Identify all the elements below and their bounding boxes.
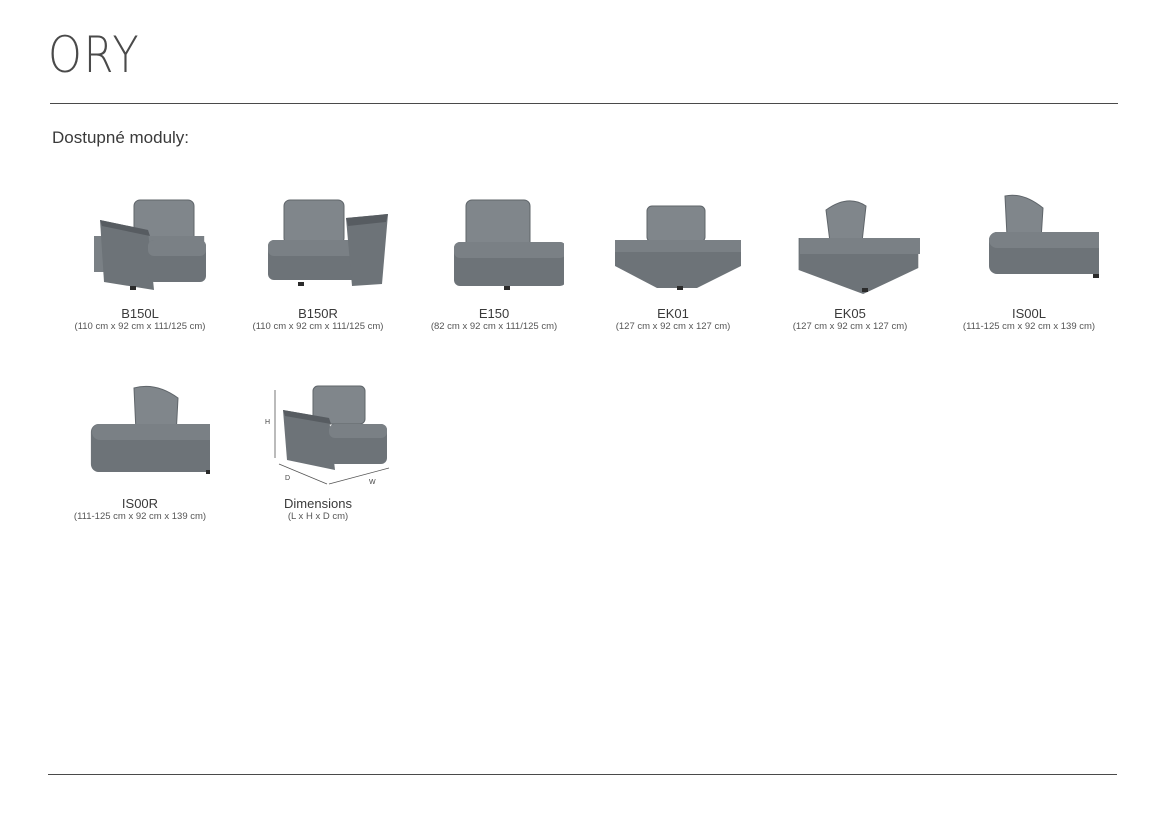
module-dims: (127 cm x 92 cm x 127 cm) — [792, 321, 908, 332]
module-name: EK01 — [657, 306, 689, 321]
module-dims: (111-125 cm x 92 cm x 139 cm) — [73, 511, 207, 522]
module-name: IS00R — [121, 496, 159, 511]
module-dims: (110 cm x 92 cm x 111/125 cm) — [252, 321, 384, 332]
module-is00l: IS00L (111-125 cm x 92 cm x 139 cm) — [939, 190, 1119, 332]
module-name: B150R — [298, 306, 338, 321]
module-name: B150L — [121, 306, 159, 321]
sofa-b150l-image — [94, 199, 206, 290]
width-dimension-line — [328, 467, 390, 485]
header-divider — [50, 103, 1118, 104]
module-ek01: EK01 (127 cm x 92 cm x 127 cm) — [583, 190, 763, 332]
section-subtitle: Dostupné moduly: — [52, 128, 190, 147]
depth-dimension-line — [278, 463, 328, 485]
module-e150: E150 (82 cm x 92 cm x 111/125 cm) — [404, 190, 584, 332]
module-b150r: B150R (110 cm x 92 cm x 111/125 cm) — [228, 190, 408, 332]
sofa-ek01-image — [615, 205, 741, 290]
module-is00r: IS00R (111-125 cm x 92 cm x 139 cm) — [50, 380, 230, 522]
module-name: IS00L — [1012, 306, 1046, 321]
sofa-is00r-image — [90, 385, 210, 474]
sofa-e150-image — [454, 199, 564, 290]
module-dims: (L x H x D cm) — [287, 511, 349, 522]
module-dimensions: H D W Dimensions (L x H x D cm) — [228, 380, 408, 522]
module-name: E150 — [478, 306, 510, 321]
module-dims: (110 cm x 92 cm x 111/125 cm) — [74, 321, 206, 332]
module-dims: (111-125 cm x 92 cm x 139 cm) — [962, 321, 1096, 332]
height-label: H — [265, 419, 270, 426]
sofa-is00l-image — [989, 194, 1099, 278]
module-name: Dimensions — [284, 496, 352, 511]
module-b150l: B150L (110 cm x 92 cm x 111/125 cm) — [50, 190, 230, 332]
sofa-ek05-image — [798, 200, 920, 294]
dimensions-diagram-image: H D W — [265, 385, 390, 486]
sofa-b150r-image — [268, 199, 388, 286]
footer-divider — [48, 774, 1117, 775]
module-ek05: EK05 (127 cm x 92 cm x 127 cm) — [760, 190, 940, 332]
module-dims: (127 cm x 92 cm x 127 cm) — [615, 321, 731, 332]
page-title: ORY — [48, 26, 141, 84]
module-name: EK05 — [834, 306, 866, 321]
depth-label: D — [285, 475, 290, 482]
module-dims: (82 cm x 92 cm x 111/125 cm) — [430, 321, 558, 332]
width-label: W — [369, 479, 376, 486]
